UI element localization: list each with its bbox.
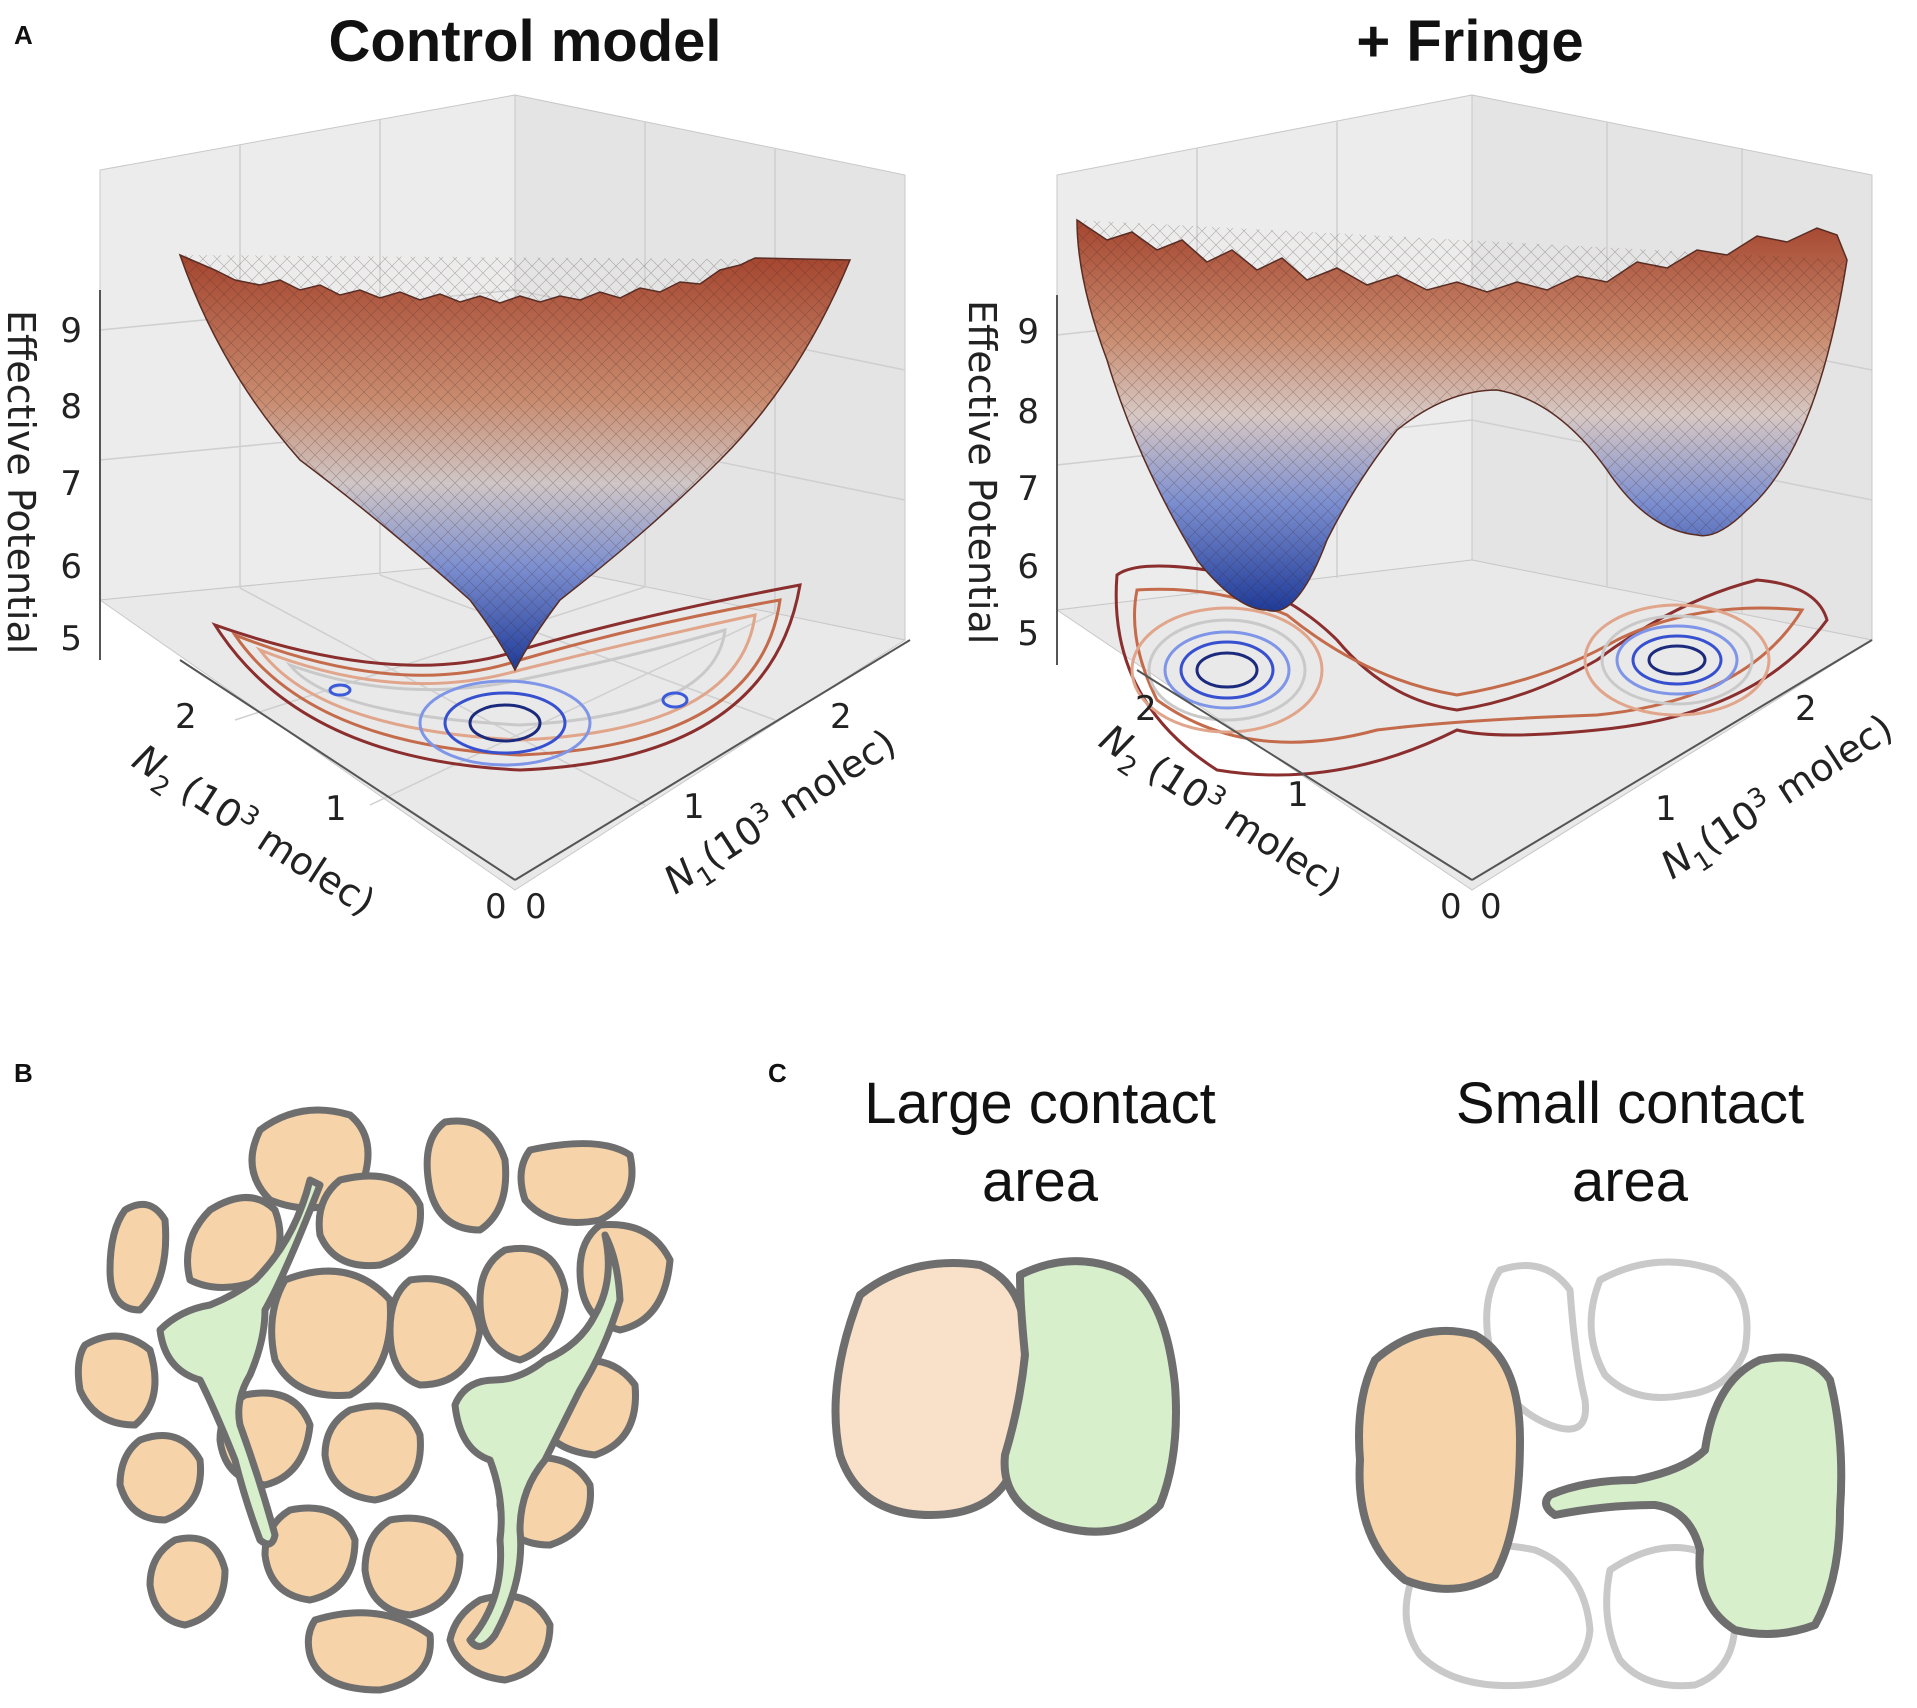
control-model-title: Control model [328,9,722,74]
orange-cell [361,1514,464,1619]
z-tick-label: 5 [60,619,82,659]
orange-cell [304,1609,434,1694]
n2-tick-label: 0 [1440,887,1462,927]
faded-cell [1603,1544,1739,1690]
z-tick-labels: 5 6 7 8 9 [1017,312,1039,654]
n2-tick-label: 1 [1287,775,1309,815]
large-contact-illustration [831,1257,1180,1536]
n2-tick-labels: 0 1 2 [1135,689,1462,927]
n1-tick-label: 0 [1480,887,1502,927]
large-contact-title: Large contact area [815,1065,1265,1221]
n2-tick-label: 2 [1135,689,1157,729]
orange-cell [116,1432,205,1524]
z-tick-label: 7 [60,464,82,504]
orange-cell [321,1402,424,1504]
n2-tick-labels: 0 1 2 [175,697,507,927]
orange-cell [517,1140,636,1226]
orange-cell [74,1332,159,1429]
orange-cell [106,1200,170,1314]
z-axis-label: Effective Potential [960,300,1004,644]
n2-tick-label: 2 [175,697,197,737]
green-cells [156,1176,624,1650]
n1-tick-labels: 0 1 2 [525,697,852,927]
large-contact-line2: area [981,1149,1099,1214]
z-tick-label: 6 [1017,547,1039,587]
axis-lines [99,290,911,881]
z-axis-label: Effective Potential [0,310,43,654]
small-contact-line1: Small contact [1455,1071,1805,1136]
panel-c-letter: C [768,1058,787,1088]
z-tick-label: 9 [60,311,82,351]
small-contact-title: Small contact area [1395,1065,1865,1221]
orange-cell [1355,1326,1524,1593]
orange-cell [268,1267,394,1400]
green-cell [156,1176,324,1548]
contour-rings [1114,564,1829,777]
orange-cell [315,1172,424,1270]
z-tick-label: 8 [1017,392,1039,432]
orange-cell [476,1244,569,1364]
orange-cell [446,1592,554,1684]
orange-cell [261,1504,359,1604]
z-tick-label: 5 [1017,614,1039,654]
large-contact-line1: Large contact [864,1071,1216,1136]
cell-cluster-illustration [74,1106,674,1694]
orange-cell [423,1117,510,1234]
faded-cell [1587,1258,1751,1401]
orange-cell [146,1534,229,1629]
z-tick-label: 8 [60,387,82,427]
small-contact-illustration [1355,1258,1846,1690]
fringe-title: + Fringe [1356,9,1584,74]
z-tick-label: 7 [1017,469,1039,509]
orange-cell [831,1259,1030,1519]
panel-b-letter: B [14,1058,33,1088]
n1-tick-labels: 0 1 2 [1480,689,1817,927]
control-model-3d-plot: 5 6 7 8 9 Effective Potential 0 1 2 N2 (… [0,94,911,927]
n2-tick-label: 1 [325,789,347,829]
n1-tick-label: 2 [830,697,852,737]
contour-rings [211,583,802,772]
n2-tick-label: 0 [485,887,507,927]
z-tick-label: 6 [60,547,82,587]
n1-tick-label: 0 [525,887,547,927]
n1-tick-label: 1 [1655,789,1677,829]
z-tick-labels: 5 6 7 8 9 [60,311,82,659]
n1-tick-label: 2 [1795,689,1817,729]
green-cell [1542,1353,1846,1638]
orange-cells [74,1106,674,1694]
fringe-3d-plot: 5 6 7 8 9 Effective Potential 0 1 2 N2 (… [960,94,1901,927]
small-contact-line2: area [1571,1149,1689,1214]
orange-cell [386,1275,484,1389]
green-cell [1000,1257,1180,1536]
green-cell [451,1231,624,1650]
n1-tick-label: 1 [683,787,705,827]
panel-a-letter: A [14,20,33,50]
z-tick-label: 9 [1017,312,1039,352]
axis-lines [1056,295,1873,881]
